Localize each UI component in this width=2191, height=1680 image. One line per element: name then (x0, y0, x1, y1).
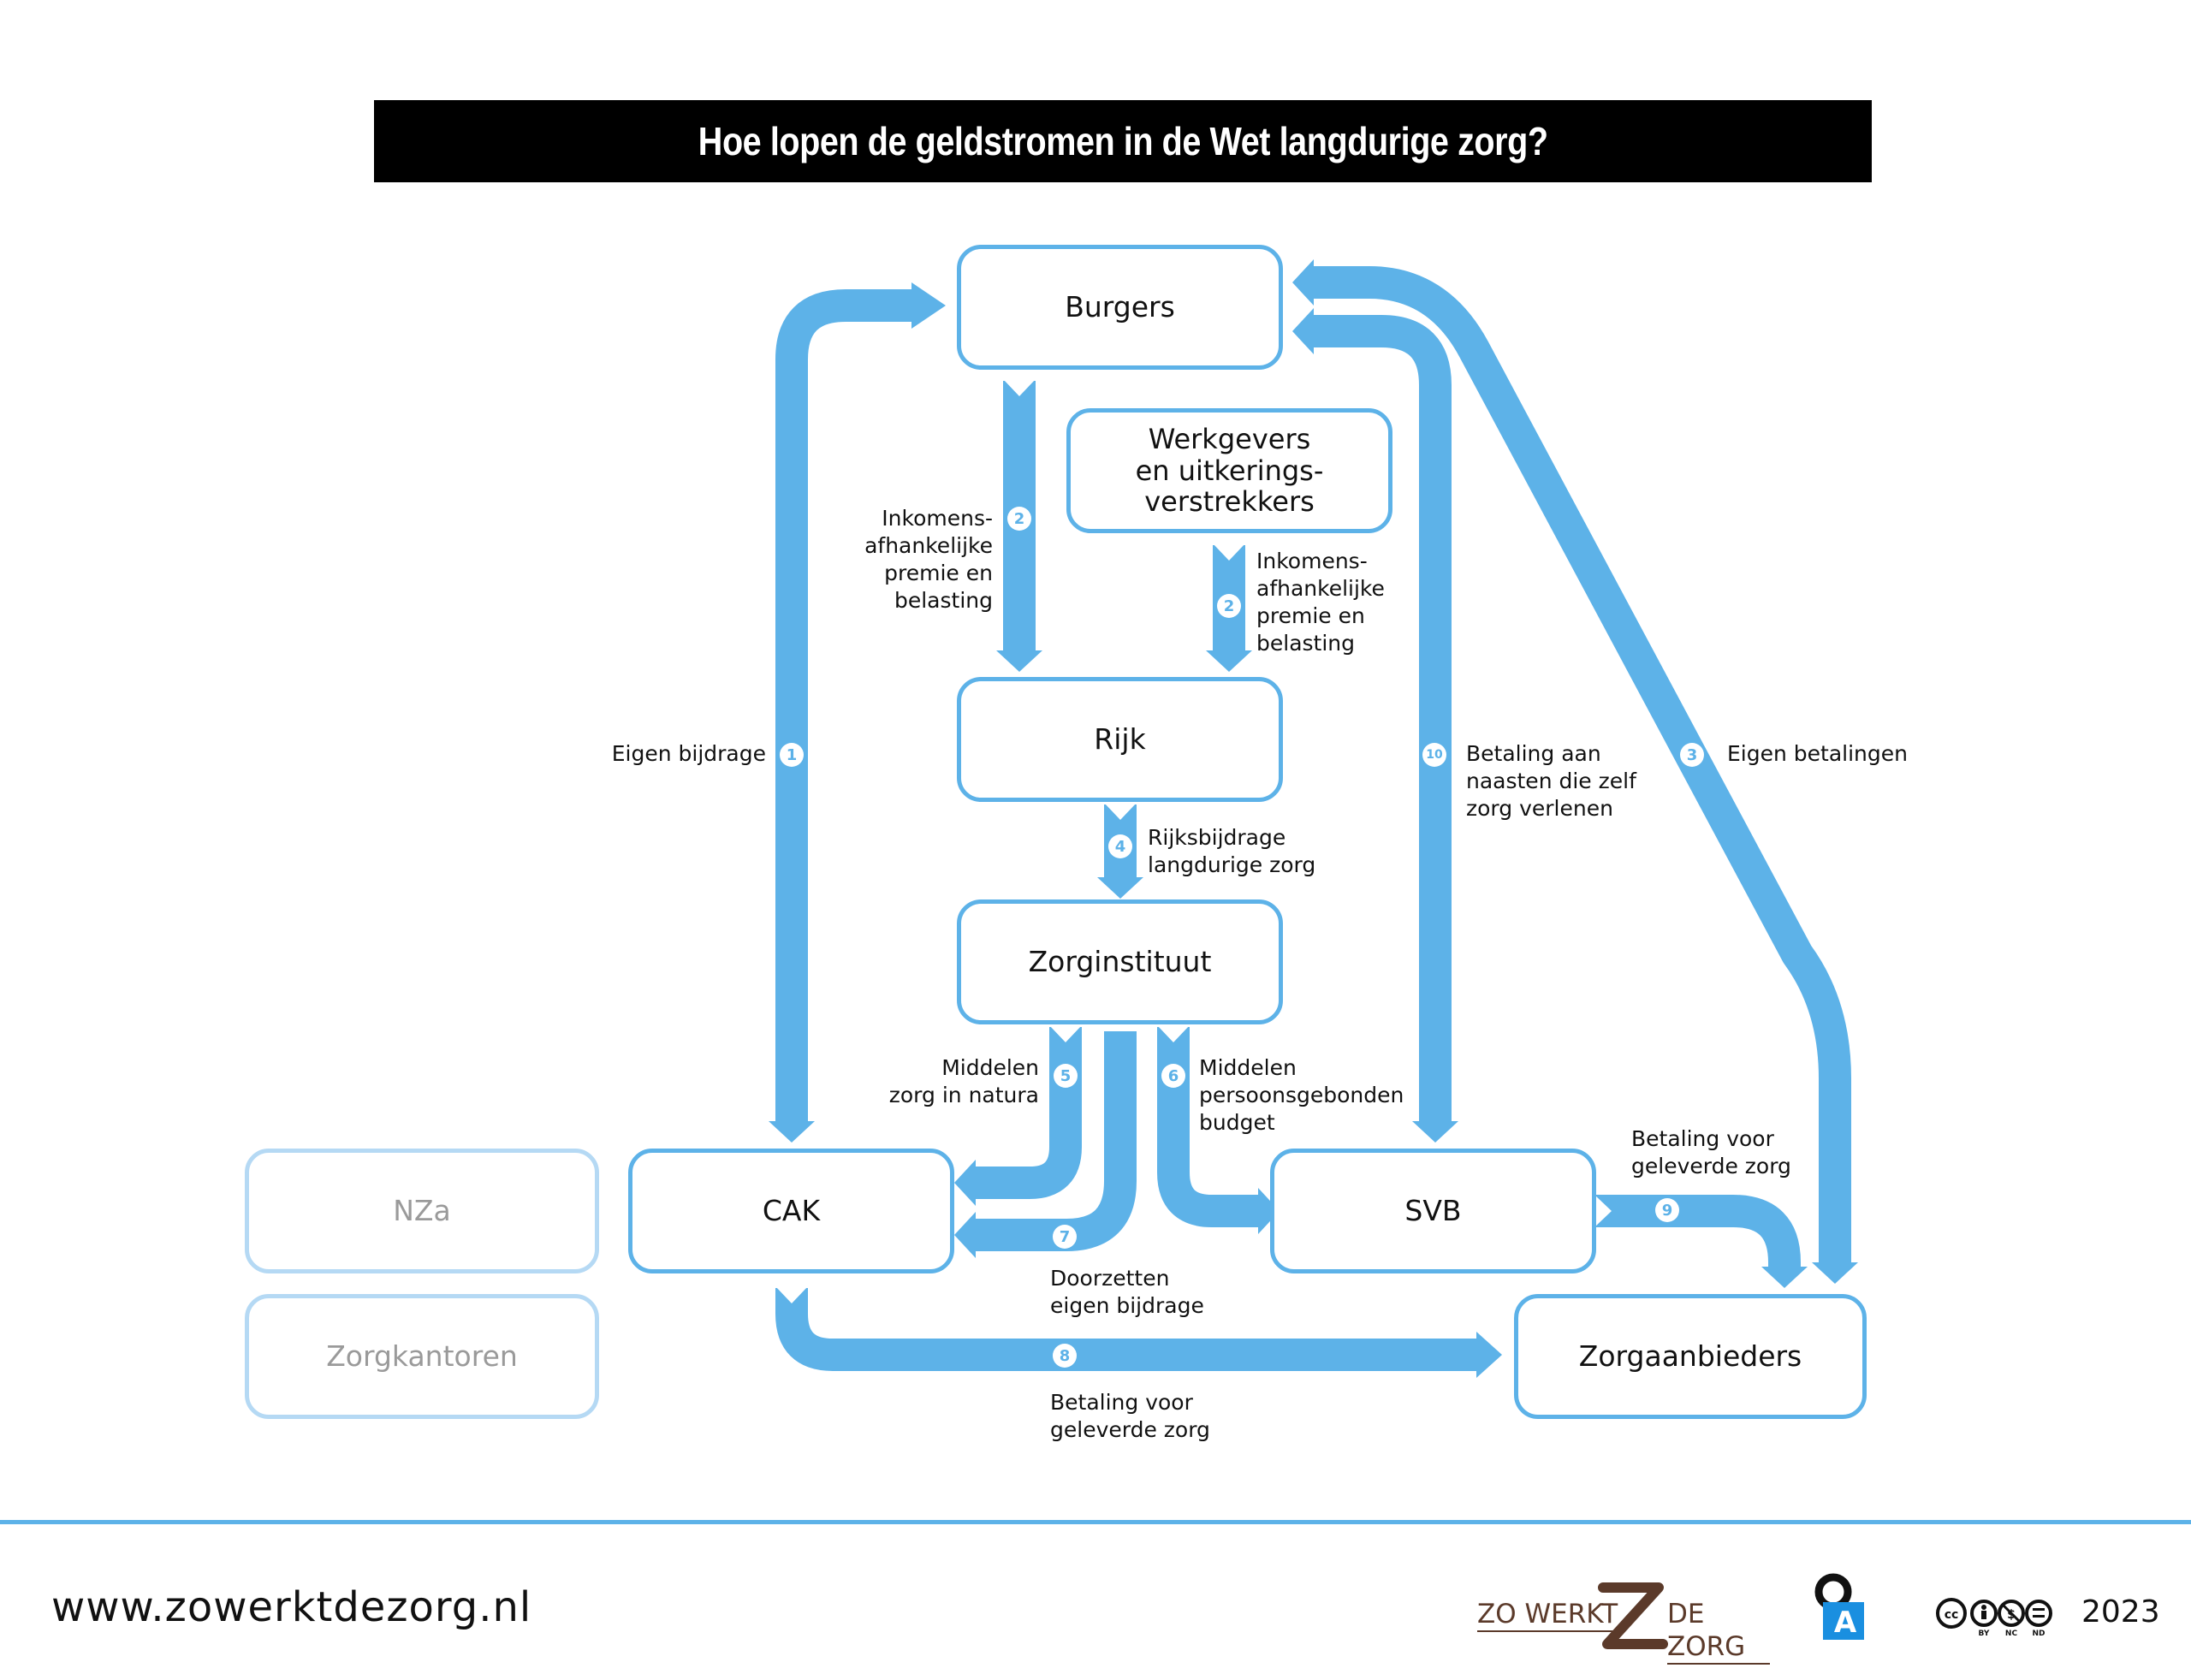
node-burgers: Burgers (957, 245, 1283, 370)
flow-8-betaling-cak (775, 1288, 1476, 1371)
flow-badge-10: 10 (1422, 743, 1446, 767)
page-title: Hoe lopen de geldstromen in de Wet langd… (374, 100, 1872, 182)
flow-badge-3: 3 (1680, 743, 1704, 767)
flow-badge-9: 9 (1655, 1198, 1679, 1222)
node-zorgkantoren: Zorgkantoren (245, 1294, 599, 1419)
flow-label-9: Betaling voor geleverde zorg (1631, 1126, 1791, 1178)
footer-divider (0, 1520, 2191, 1524)
flow-badge-5: 5 (1054, 1064, 1078, 1088)
flow-label-7: Doorzetten eigen bijdrage (1050, 1266, 1204, 1318)
cc-by-label: BY (1978, 1630, 1990, 1638)
flow-label-6: Middelen persoonsgebonden budget (1199, 1055, 1404, 1135)
cc-license-icons: cc $ BY NC ND (1934, 1596, 2063, 1639)
node-zorginstituut: Zorginstituut (957, 899, 1283, 1024)
node-svb: SVB (1270, 1149, 1596, 1273)
flow-badge-7: 7 (1053, 1225, 1077, 1249)
flow-label-8: Betaling voor geleverde zorg (1050, 1390, 1210, 1442)
node-nza: NZa (245, 1149, 599, 1273)
flow-label-5: Middelen zorg in natura (888, 1055, 1039, 1107)
flow-6-pgb (1157, 1027, 1258, 1227)
node-rijk: Rijk (957, 677, 1283, 802)
flow-label-2a: Inkomens- afhankelijke premie en belasti… (864, 506, 993, 613)
flow-badge-2a: 2 (1007, 507, 1031, 531)
node-werkgevers: Werkgevers en uitkerings- verstrekkers (1066, 408, 1392, 533)
a-logo-letter: A (1833, 1606, 1857, 1640)
flow-5-zorg-in-natura (976, 1027, 1082, 1199)
flow-9-betaling-svb (1596, 1195, 1801, 1279)
flow-10-betaling-naasten (1314, 315, 1452, 1121)
cc-nd-label: ND (2032, 1630, 2046, 1638)
flow-label-10: Betaling aan naasten die zelf zorg verle… (1466, 741, 1636, 821)
node-cak: CAK (628, 1149, 954, 1273)
flow-label-3: Eigen betalingen (1727, 741, 1908, 766)
flow-badge-1: 1 (780, 743, 804, 767)
footer-url[interactable]: www.zowerktdezorg.nl (51, 1583, 532, 1631)
flow-badge-4: 4 (1108, 834, 1132, 858)
flow-badge-8: 8 (1053, 1344, 1077, 1368)
flow-label-1: Eigen bijdrage (611, 741, 766, 766)
flow-label-2b: Inkomens- afhankelijke premie en belasti… (1256, 549, 1385, 656)
flow-3-eigen-betalingen (1314, 266, 1851, 1262)
node-zorgaanbieders: Zorgaanbieders (1514, 1294, 1867, 1419)
a-logo-icon: A (1814, 1573, 1866, 1641)
flow-1-eigen-bijdrage (775, 289, 920, 1121)
flow-badge-2b: 2 (1217, 594, 1241, 618)
zo-werkt-de-zorg-logo: ZO WERKT DE ZORG (1470, 1577, 1770, 1665)
footer-year: 2023 (2081, 1594, 2160, 1630)
cc-nc-label: NC (2004, 1630, 2018, 1638)
svg-text:cc: cc (1945, 1608, 1959, 1622)
z-logo-icon (1598, 1582, 1668, 1649)
flow-label-4: Rijksbijdrage langdurige zorg (1148, 825, 1316, 877)
flow-badge-6: 6 (1161, 1064, 1185, 1088)
